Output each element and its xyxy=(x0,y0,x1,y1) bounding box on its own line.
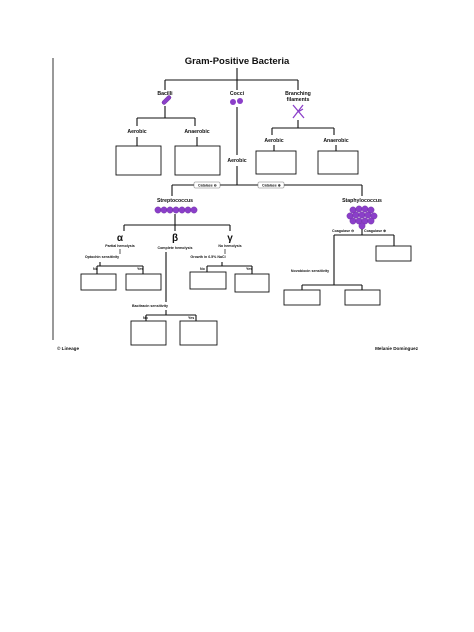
label-optochin-sensitivity: Optochin sensitivity xyxy=(85,255,119,259)
answer-box-bacilli-anaerobic[interactable] xyxy=(174,145,221,176)
label-nacl-no: No xyxy=(200,267,206,271)
label-bacitracin-sensitivity: Bacitracin sensitivity xyxy=(132,304,168,308)
footer-credit-left: © Lineage xyxy=(57,345,79,351)
label-coagulase-positive: Coagulase ⊕ xyxy=(364,229,387,233)
footer-credit-right: Melanie Dominguez xyxy=(375,346,419,351)
answer-box-bacitracin-no[interactable] xyxy=(130,320,167,346)
label-bacitracin-yes: Yes xyxy=(188,316,194,320)
label-bacilli: Bacilli xyxy=(157,91,173,97)
answer-box-nacl-no[interactable] xyxy=(189,271,227,290)
answer-box-bacilli-aerobic[interactable] xyxy=(115,145,162,176)
label-optochin-yes: Yes xyxy=(137,267,143,271)
answer-box-optochin-no[interactable] xyxy=(80,273,117,291)
label-branching-1: Branching xyxy=(285,91,311,97)
label-no-hemolysis: No hemolysis xyxy=(218,244,241,248)
label-staphylococcus: Staphylococcus xyxy=(342,198,382,204)
label-bacilli-anaerobic: Anaerobic xyxy=(184,129,209,135)
staphylococcus-cluster-icon xyxy=(346,205,378,230)
answer-box-coagulase-positive[interactable] xyxy=(375,245,412,262)
label-coagulase-negative: Coagulase ⊖ xyxy=(332,229,355,233)
label-bacitracin-no: No xyxy=(143,316,149,320)
diagram-title: Gram-Positive Bacteria xyxy=(185,56,290,67)
label-catalase-positive: Catalase ⊕ xyxy=(262,184,282,188)
label-branching-aerobic: Aerobic xyxy=(264,138,283,144)
label-complete-hemolysis: Complete hemolysis xyxy=(158,246,193,250)
streptococcus-chain-icon xyxy=(154,206,198,214)
label-optochin-no: No xyxy=(93,267,99,271)
symbol-beta: β xyxy=(172,233,178,244)
answer-box-optochin-yes[interactable] xyxy=(125,273,162,291)
cocci-icon xyxy=(230,98,243,105)
answer-box-nacl-yes[interactable] xyxy=(234,273,270,293)
label-novobiocin-sensitivity: Novobiocin sensitivity xyxy=(291,269,329,273)
label-bacilli-aerobic: Aerobic xyxy=(127,129,146,135)
label-growth-nacl: Growth in 6.5% NaCl xyxy=(190,255,225,259)
label-cocci: Cocci xyxy=(230,91,245,97)
label-branching-2: filaments xyxy=(287,97,310,103)
answer-box-novobiocin-yes[interactable] xyxy=(344,289,381,306)
label-nacl-yes: Yes xyxy=(246,267,252,271)
symbol-gamma: γ xyxy=(227,233,233,244)
label-cocci-aerobic: Aerobic xyxy=(227,158,246,164)
label-partial-hemolysis: Partial hemolysis xyxy=(105,244,135,248)
bacillus-icon xyxy=(161,95,172,105)
label-streptococcus: Streptococcus xyxy=(157,198,193,204)
label-branching-anaerobic: Anaerobic xyxy=(323,138,348,144)
label-catalase-negative: Catalase ⊖ xyxy=(198,184,218,188)
answer-box-branching-anaerobic[interactable] xyxy=(317,150,359,175)
symbol-alpha: α xyxy=(117,233,124,244)
branching-filament-icon xyxy=(292,104,305,119)
answer-box-branching-aerobic[interactable] xyxy=(255,150,297,175)
answer-box-bacitracin-yes[interactable] xyxy=(179,320,218,346)
answer-box-novobiocin-no[interactable] xyxy=(283,289,321,306)
